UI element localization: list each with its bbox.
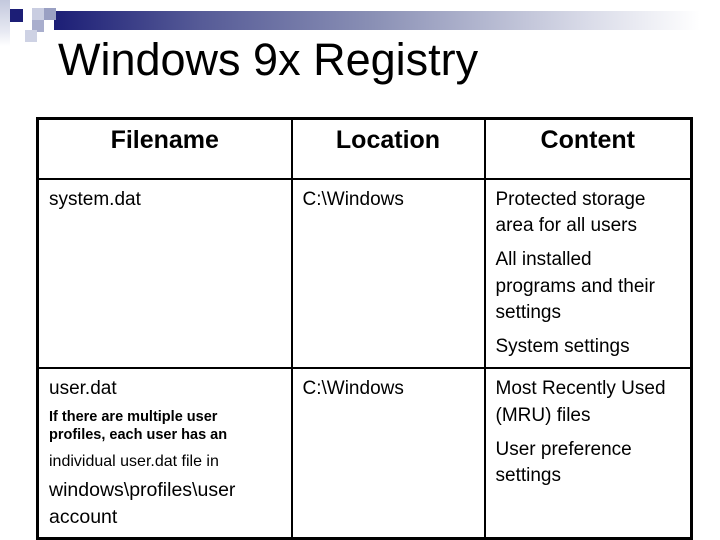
- cell-filename: user.dat If there are multiple user prof…: [36, 367, 293, 540]
- deco-square-dark: [10, 9, 23, 22]
- gradient-bar: [54, 11, 720, 30]
- left-gradient-strip: [0, 0, 10, 46]
- filename-text: system.dat: [49, 189, 141, 210]
- filename-text: user.dat: [49, 378, 117, 400]
- deco-square-medium: [44, 8, 56, 20]
- location-text: C:\Windows: [302, 189, 404, 210]
- content-item: System settings: [495, 336, 630, 358]
- filename-note: individual user.dat file in: [49, 453, 219, 471]
- deco-square-pale: [32, 8, 44, 20]
- cell-content: Protected storage area for all users All…: [483, 177, 693, 370]
- col-header-location: Location: [290, 117, 486, 180]
- content-item: User preference settings: [495, 438, 632, 486]
- table-row-system-dat: system.dat C:\Windows Protected storage …: [36, 177, 693, 370]
- registry-table: Filename Location Content system.dat C:\…: [36, 117, 693, 540]
- filename-note-bold: If there are multiple user profiles, eac…: [49, 408, 228, 444]
- cell-content: Most Recently Used (MRU) files User pref…: [483, 367, 693, 540]
- col-header-content: Content: [483, 117, 693, 180]
- filename-path: windows\profiles\user account: [49, 479, 236, 528]
- content-item: Most Recently Used (MRU) files: [495, 378, 666, 426]
- cell-filename: system.dat: [36, 177, 293, 370]
- deco-square-light: [25, 30, 37, 42]
- content-item: All installed programs and their setting…: [495, 249, 655, 323]
- content-item: Protected storage area for all users: [495, 189, 646, 237]
- col-header-filename: Filename: [36, 117, 293, 180]
- deco-square-medium-2: [32, 20, 44, 32]
- cell-location: C:\Windows: [290, 177, 486, 370]
- header-decoration: [0, 0, 720, 50]
- table-row-user-dat: user.dat If there are multiple user prof…: [36, 367, 693, 540]
- cell-location: C:\Windows: [290, 367, 486, 540]
- location-text: C:\Windows: [302, 378, 404, 400]
- header-row: Filename Location Content: [36, 117, 693, 180]
- slide-title: Windows 9x Registry: [58, 34, 479, 85]
